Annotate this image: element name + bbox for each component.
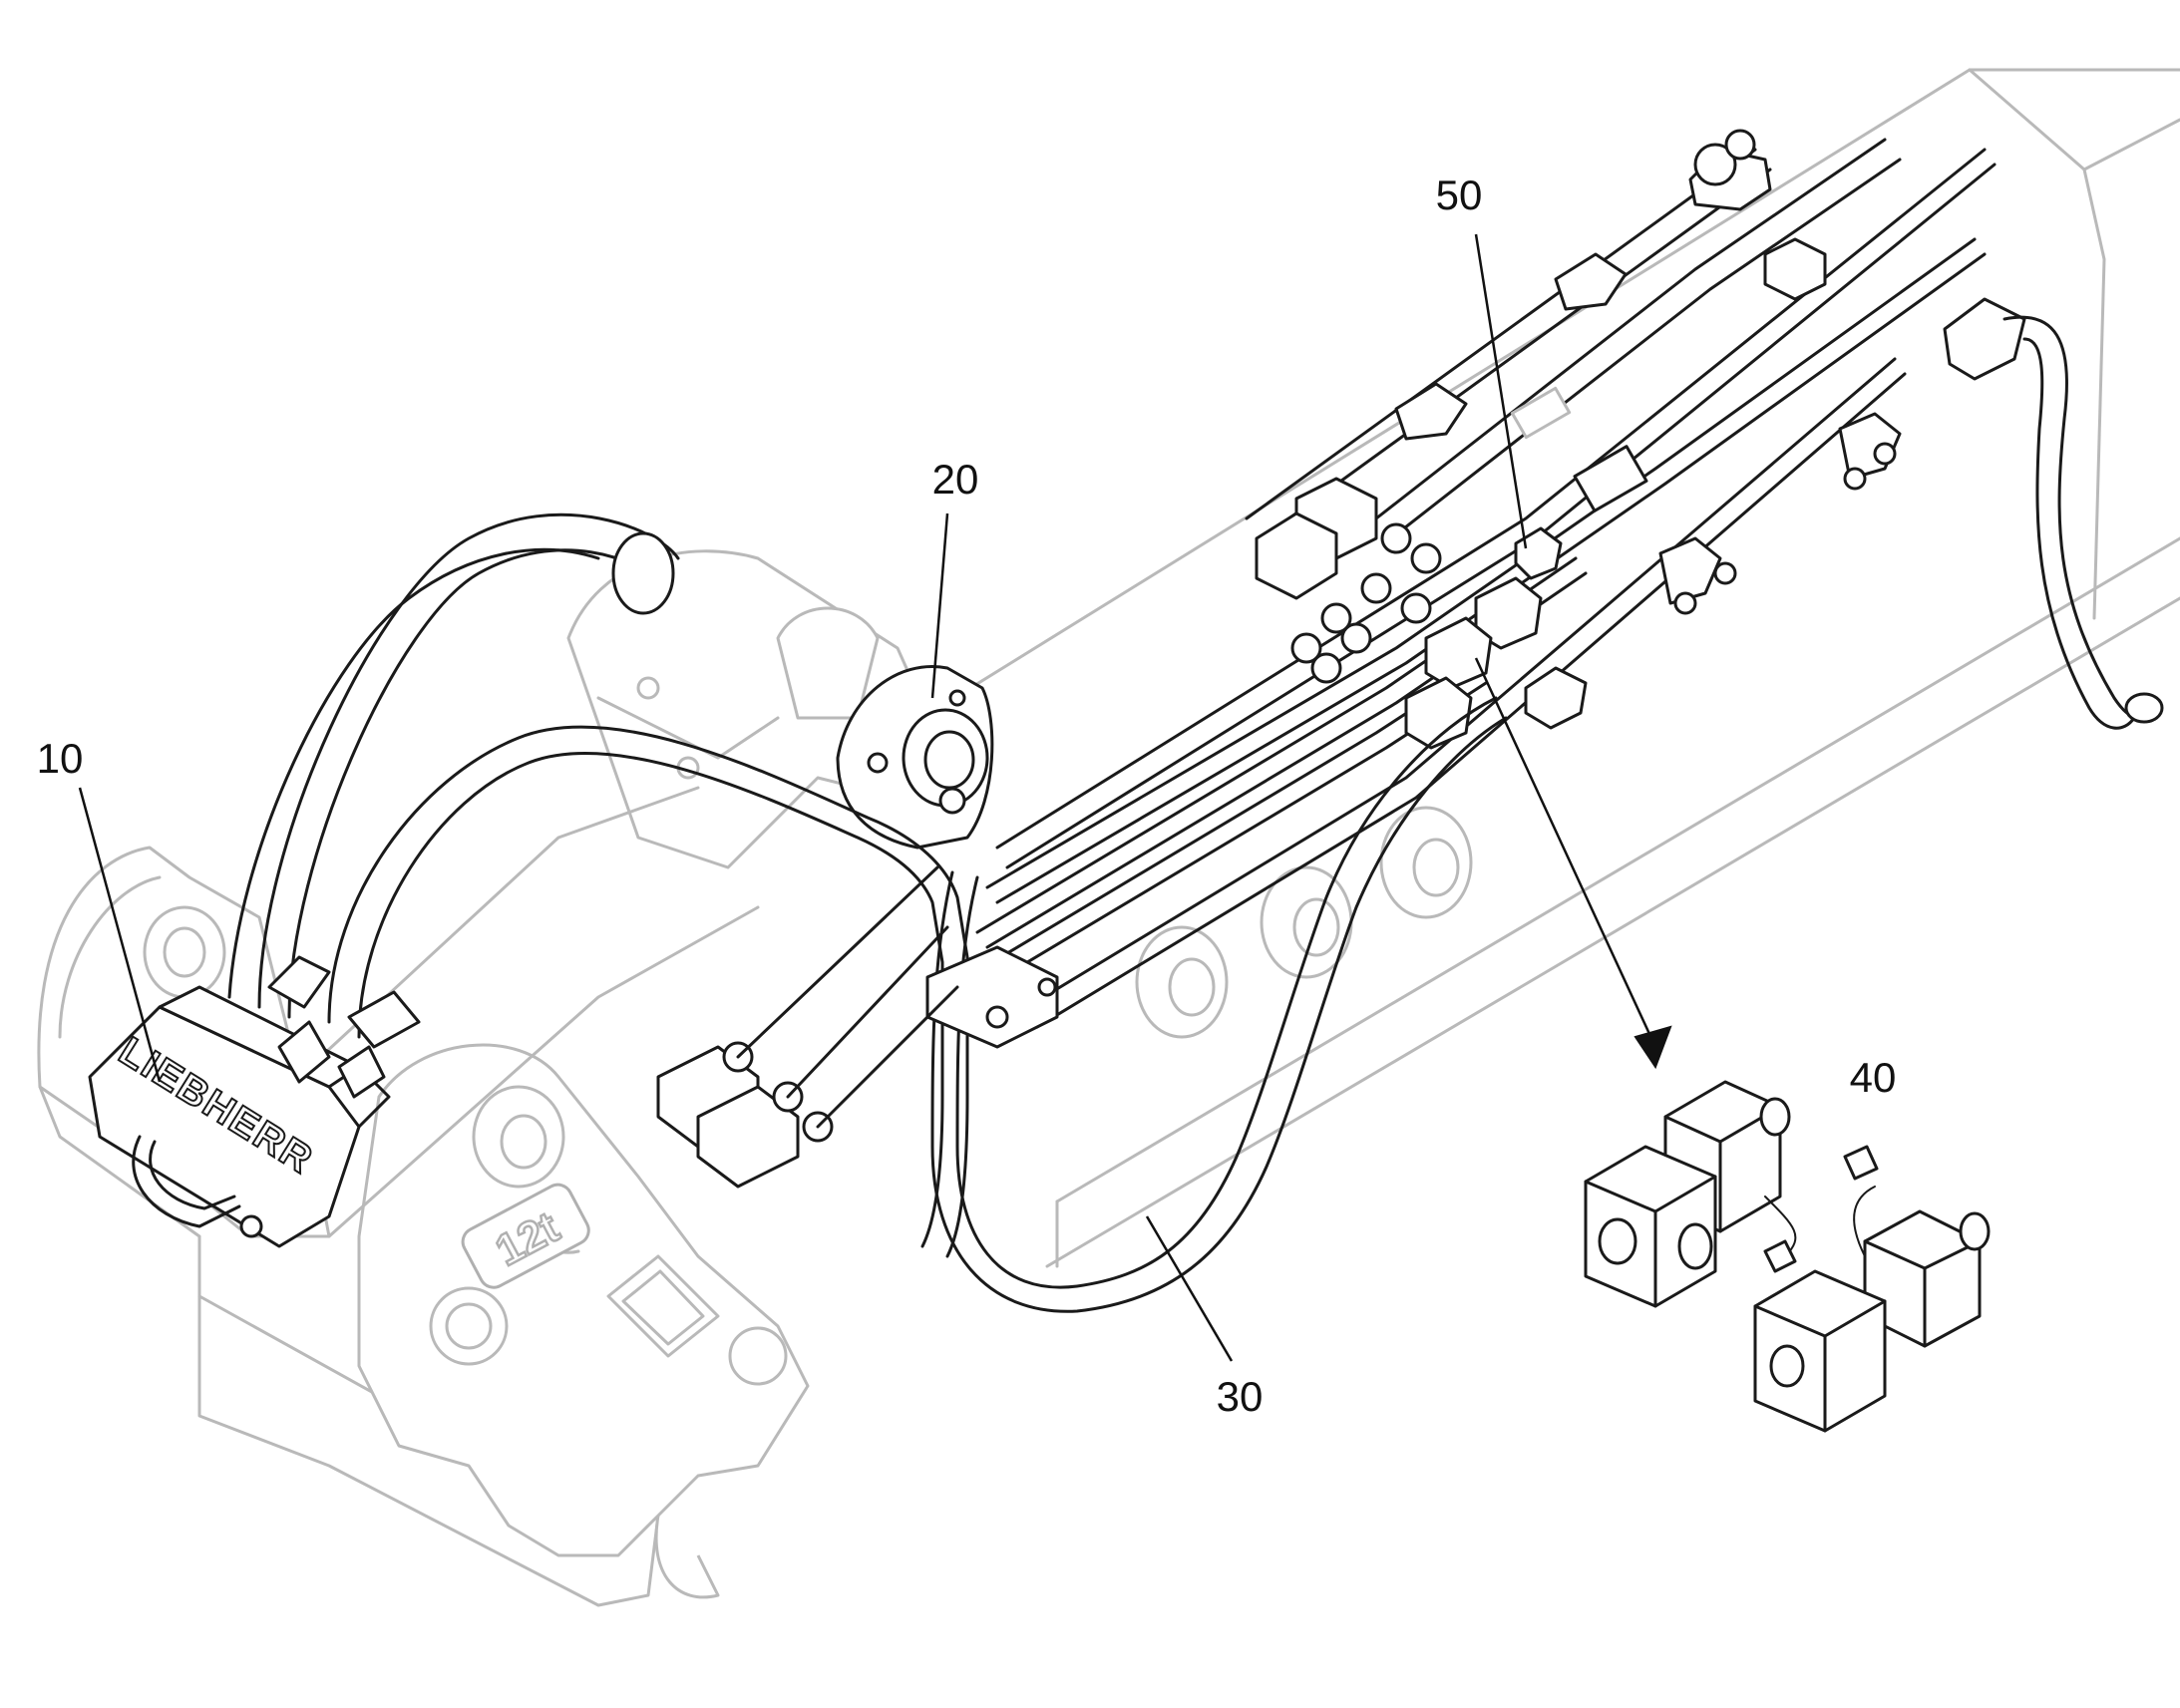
boom-arm-outline — [856, 68, 2180, 1268]
solenoid-valves — [1584, 1080, 1991, 1433]
leader-50 — [1474, 233, 1528, 549]
hose-clamp — [925, 945, 1059, 1049]
coupler-fittings — [656, 865, 959, 1189]
linkage-rocker — [297, 549, 939, 1238]
capacity-stamp: 12t — [461, 1183, 590, 1289]
boom-pivot — [836, 665, 994, 850]
valve-block — [1255, 477, 1588, 750]
arrowhead-40 — [1634, 1025, 1672, 1070]
return-hose — [2002, 315, 2164, 730]
callout-50: 50 — [1436, 171, 1483, 218]
leader-20 — [930, 512, 949, 699]
callout-40: 40 — [1850, 1054, 1897, 1101]
coupler-hose-loop — [227, 512, 969, 1258]
callout-labels: 10 20 30 40 50 — [37, 171, 1897, 1420]
stick-bosses — [1135, 806, 1473, 1039]
leader-lines — [78, 233, 1672, 1362]
leader-40-arrow — [1474, 657, 1657, 1048]
leader-30 — [1145, 1215, 1234, 1362]
leader-10 — [78, 787, 162, 1083]
callout-20: 20 — [932, 456, 979, 503]
hose-30 — [930, 696, 1508, 1313]
coupling-connector: LIEBHERR — [88, 955, 421, 1248]
callout-10: 10 — [37, 735, 84, 782]
callout-30: 30 — [1217, 1373, 1264, 1420]
